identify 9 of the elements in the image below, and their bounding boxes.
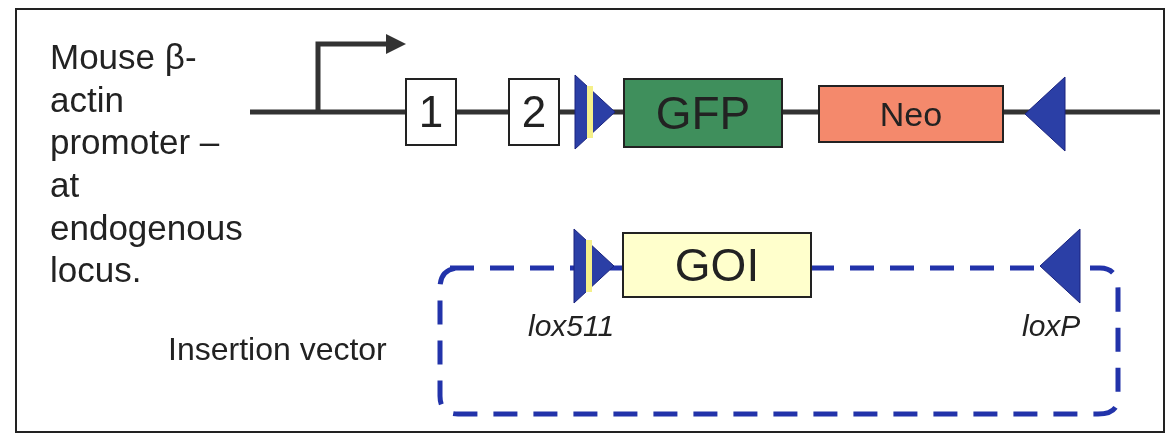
lox-site-label: lox511 <box>528 308 615 344</box>
promoter-label: Mouse β-actin promoter – at endogenous locus. <box>50 36 244 292</box>
neo-gene-box: Neo <box>818 85 1004 143</box>
exon-box: 1 <box>405 78 457 146</box>
goi-gene-box: GOI <box>622 232 812 298</box>
exon-box: 2 <box>508 78 560 146</box>
vector-label: Insertion vector <box>168 330 387 369</box>
lox-site-label: loxP <box>1022 308 1081 344</box>
gfp-gene-box: GFP <box>623 78 783 148</box>
